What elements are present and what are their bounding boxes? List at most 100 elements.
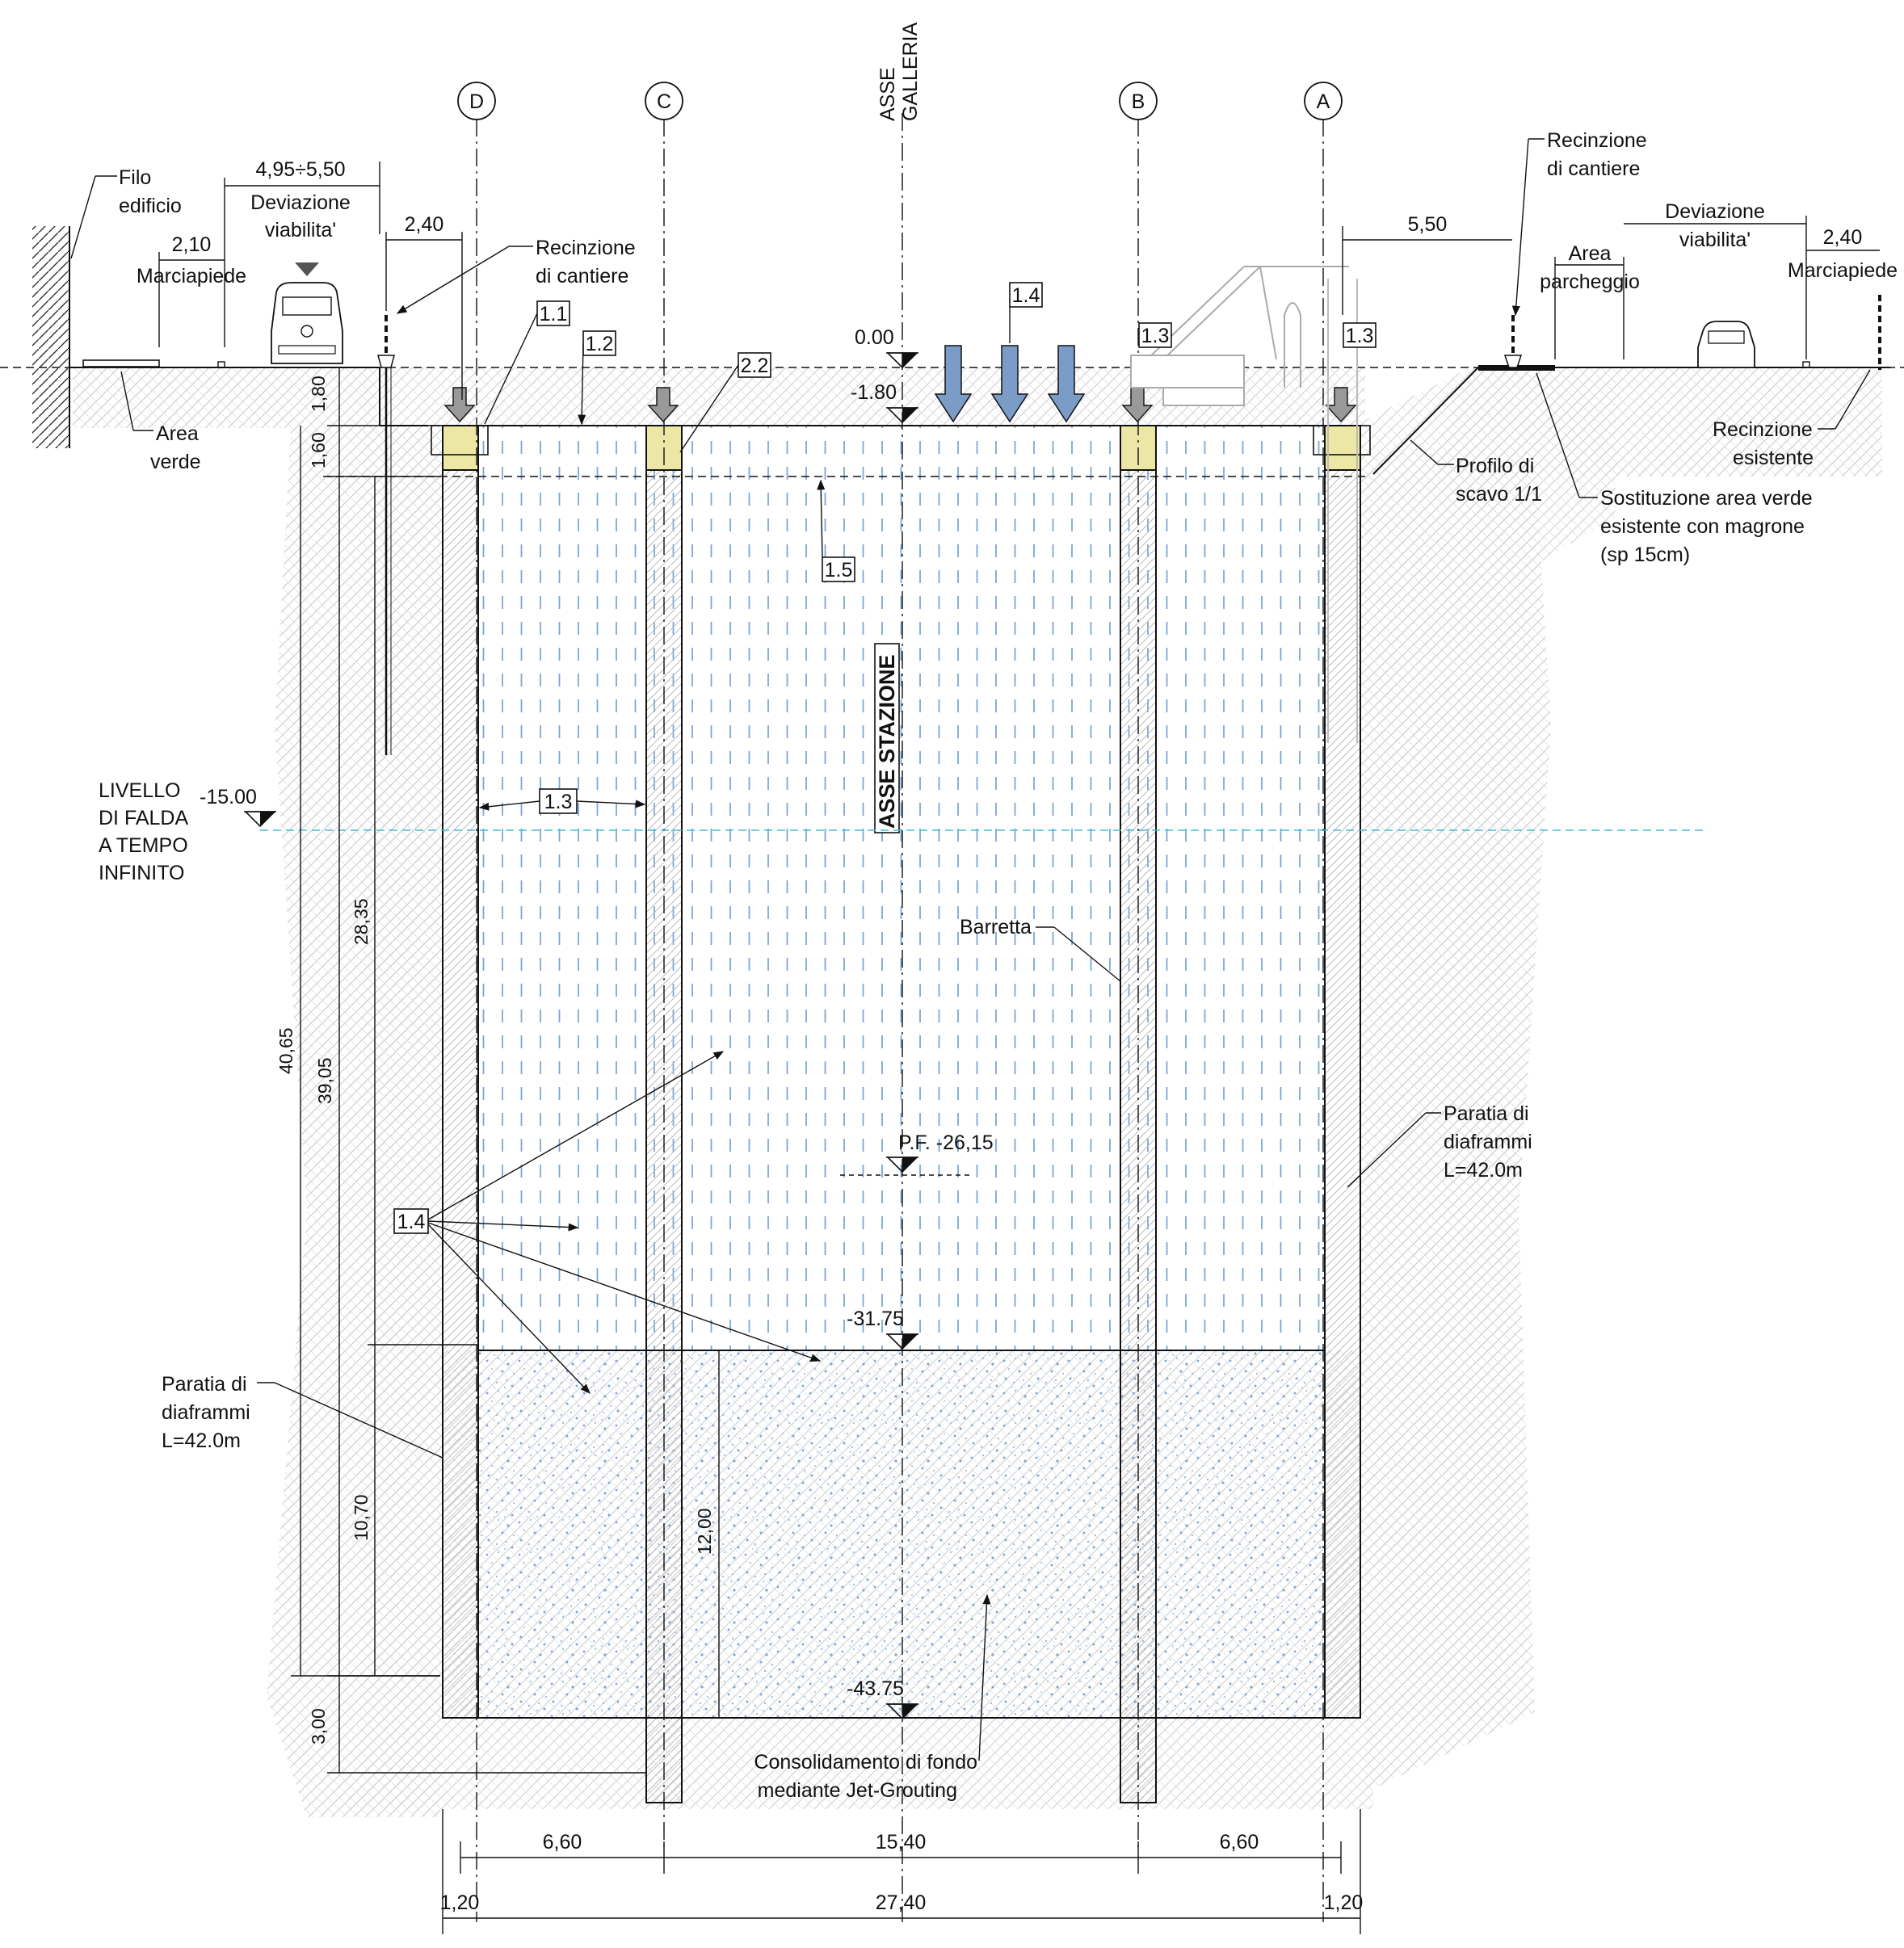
svg-text:A TEMPO: A TEMPO — [99, 834, 188, 857]
svg-text:di cantiere: di cantiere — [1547, 157, 1640, 180]
svg-text:1,60: 1,60 — [308, 432, 329, 468]
svg-text:10,70: 10,70 — [351, 1494, 372, 1541]
recinzione-cantiere-left-label: Recinzione di cantiere — [396, 237, 636, 314]
svg-text:INFINITO: INFINITO — [99, 862, 184, 884]
svg-text:Paratia di: Paratia di — [162, 1373, 247, 1396]
tag-1-2: 1.2 — [578, 330, 616, 426]
svg-text:Deviazione: Deviazione — [1665, 200, 1765, 223]
profilo-scavo-label: Profilo di scavo 1/1 — [1410, 439, 1542, 506]
axis-bubble-a: A — [1304, 82, 1343, 120]
tag-1-5: 1.5 — [817, 479, 855, 582]
svg-text:12,00: 12,00 — [694, 1508, 715, 1555]
svg-text:28,35: 28,35 — [351, 898, 372, 945]
tag-1-4-top: 1.4 — [1009, 282, 1043, 343]
svg-text:verde: verde — [150, 451, 201, 473]
svg-text:Recinzione: Recinzione — [1713, 418, 1813, 441]
tag-1-3-mid: 1.3 — [478, 788, 646, 814]
elevation-minus-43-75: -43.75 — [847, 1677, 919, 1719]
svg-text:1,20: 1,20 — [440, 1891, 480, 1914]
svg-text:di cantiere: di cantiere — [536, 265, 628, 288]
diaphragm-wall-a — [1313, 425, 1371, 1719]
tag-1-3-b: 1.3 — [1138, 322, 1172, 348]
svg-text:Area: Area — [1569, 242, 1612, 265]
axis-bubble-d: D — [457, 82, 496, 120]
svg-text:scavo 1/1: scavo 1/1 — [1456, 483, 1542, 506]
svg-text:1.4: 1.4 — [1012, 284, 1040, 307]
wall-load-arrows — [295, 262, 1733, 423]
svg-text:parcheggio: parcheggio — [1540, 271, 1640, 293]
svg-text:1.1: 1.1 — [540, 303, 568, 325]
surface-load-arrows — [934, 345, 1086, 423]
svg-text:Consolidamento di fondo: Consolidamento di fondo — [754, 1751, 977, 1774]
asse-galleria-label-1: ASSE — [876, 67, 899, 121]
svg-text:Barretta: Barretta — [960, 916, 1032, 938]
svg-text:39,05: 39,05 — [314, 1057, 335, 1104]
recinzione-esistente-label: Recinzione esistente — [1713, 369, 1871, 469]
svg-text:1.2: 1.2 — [586, 333, 614, 355]
svg-text:1.3: 1.3 — [1346, 325, 1374, 347]
svg-text:Paratia di: Paratia di — [1444, 1102, 1529, 1125]
excavation-fill-pattern — [477, 426, 1325, 1350]
svg-text:edificio: edificio — [119, 195, 182, 217]
paratia-diaframmi-right-label: Paratia di diaframmi L=42.0m — [1347, 1102, 1532, 1188]
left-site-fence — [377, 315, 395, 755]
svg-text:27,40: 27,40 — [876, 1891, 927, 1914]
svg-text:15,40: 15,40 — [876, 1831, 927, 1854]
diaphragm-wall-d — [431, 425, 489, 1719]
svg-text:L=42.0m: L=42.0m — [162, 1430, 241, 1452]
svg-text:2,40: 2,40 — [405, 213, 444, 236]
svg-text:ASSE STAZIONE: ASSE STAZIONE — [875, 654, 899, 829]
svg-text:L=42.0m: L=42.0m — [1444, 1159, 1523, 1182]
horizontal-dimensions: 6,60 15,40 6,60 1,20 27,40 1,20 — [440, 1809, 1363, 1934]
elevation-pf: P.F. -26,15 — [840, 1131, 994, 1176]
svg-text:1.3: 1.3 — [544, 791, 573, 813]
jet-grouting-zone — [477, 1350, 1325, 1718]
svg-text:C: C — [657, 90, 671, 113]
axis-bubble-b: B — [1119, 82, 1158, 120]
sostituzione-area-verde-label: Sostituzione area verde esistente con ma… — [1536, 372, 1813, 566]
svg-text:DI FALDA: DI FALDA — [99, 807, 188, 829]
marciapiede-right-label: 2,40 Marciapiede — [1788, 226, 1898, 282]
svg-text:1.3: 1.3 — [1141, 325, 1170, 347]
elevation-minus-15: -15.00 — [200, 786, 277, 827]
svg-text:P.F. -26,15: P.F. -26,15 — [898, 1131, 994, 1154]
svg-text:Profilo di: Profilo di — [1456, 455, 1534, 477]
dim-marciapiede-left: 2,10 Marciapiede — [137, 233, 246, 347]
dim-5-50: 5,50 — [1342, 213, 1512, 315]
svg-text:Filo: Filo — [119, 166, 151, 189]
axis-bubble-c: C — [645, 82, 683, 120]
svg-text:2,10: 2,10 — [172, 233, 212, 256]
svg-text:Area: Area — [156, 422, 199, 445]
svg-text:0.00: 0.00 — [855, 326, 894, 349]
elevation-minus-31-75: -31.75 — [847, 1308, 919, 1350]
svg-text:esistente: esistente — [1733, 447, 1814, 469]
tag-2-2: 2.2 — [679, 352, 771, 453]
svg-text:6,60: 6,60 — [1220, 1831, 1259, 1854]
svg-text:LIVELLO: LIVELLO — [99, 779, 180, 802]
area-parcheggio-label: Area parcheggio — [1540, 242, 1640, 359]
svg-text:D: D — [469, 90, 484, 113]
svg-text:40,65: 40,65 — [275, 1027, 296, 1074]
building-wall — [32, 226, 70, 448]
svg-text:1.4: 1.4 — [397, 1211, 426, 1233]
van-icon — [271, 282, 343, 364]
deviazione-right-label: Deviazione viabilita' — [1624, 200, 1807, 359]
svg-text:-43.75: -43.75 — [847, 1677, 904, 1700]
svg-text:A: A — [1317, 90, 1330, 113]
svg-text:5,50: 5,50 — [1408, 213, 1448, 236]
area-verde-label: Area verde — [120, 371, 201, 473]
svg-text:1,80: 1,80 — [308, 376, 329, 412]
svg-text:B: B — [1132, 90, 1145, 113]
barretta-label: Barretta — [960, 916, 1121, 982]
dim-deviazione-left: 4,95÷5,50 Deviazione viabilita' — [224, 158, 380, 347]
svg-text:esistente con magrone: esistente con magrone — [1600, 515, 1805, 538]
tag-1-4-left: 1.4 — [393, 1051, 822, 1394]
car-icon — [1697, 321, 1755, 368]
svg-text:viabilita': viabilita' — [1679, 229, 1751, 251]
svg-text:Sostituzione area verde: Sostituzione area verde — [1600, 487, 1813, 510]
svg-text:viabilita': viabilita' — [265, 219, 336, 241]
svg-text:2.2: 2.2 — [741, 355, 769, 377]
svg-text:6,60: 6,60 — [543, 1831, 582, 1854]
svg-text:1.5: 1.5 — [825, 559, 853, 581]
